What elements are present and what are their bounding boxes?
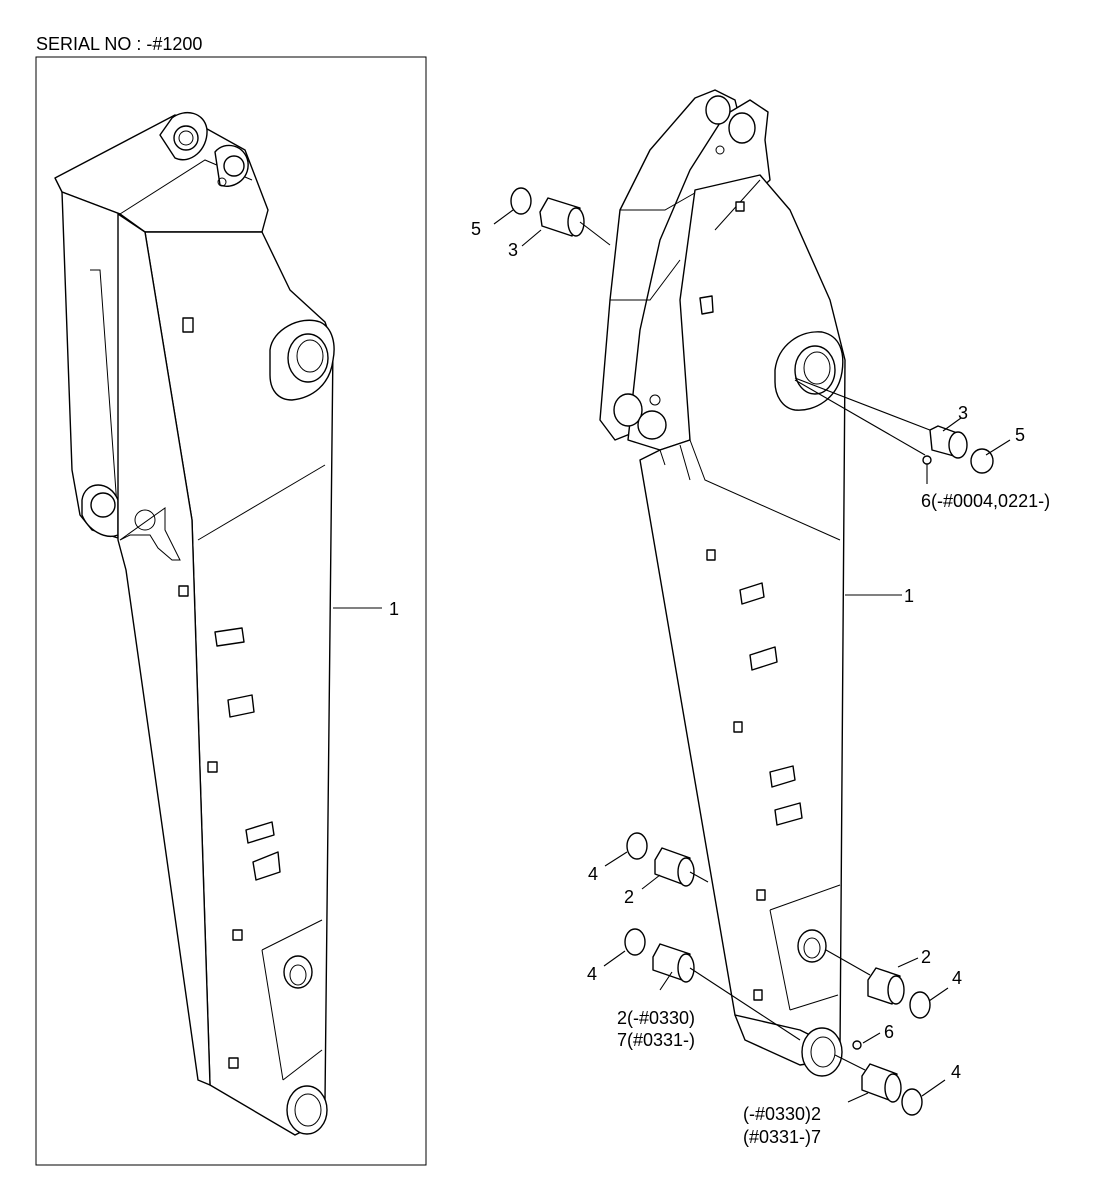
callout-1-left: 1 bbox=[389, 599, 399, 619]
callout-2-b-line1: 2(-#0330) bbox=[617, 1008, 695, 1028]
grease-fitting-6-low bbox=[852, 1040, 862, 1050]
callout-4-b: 4 bbox=[587, 964, 597, 984]
callout-3-mid: 3 bbox=[958, 403, 968, 423]
serial-number-label: SERIAL NO : -#1200 bbox=[36, 34, 202, 54]
callout-2-c: 2 bbox=[921, 947, 931, 967]
right-panel: 5 3 3 5 6(-#0004,0221-) 1 4 2 4 2(-#0330… bbox=[471, 89, 1050, 1147]
callout-4-c: 4 bbox=[952, 968, 962, 988]
arm-right-drawing bbox=[599, 89, 846, 1077]
callout-6-mid: 6(-#0004,0221-) bbox=[921, 491, 1050, 511]
grease-fitting-6-mid bbox=[922, 455, 932, 465]
left-panel: 1 bbox=[35, 56, 427, 1166]
seal-ring-4-d bbox=[901, 1088, 923, 1116]
seal-ring-5-top bbox=[510, 187, 532, 215]
callout-2-d-line2: (#0331-)7 bbox=[743, 1127, 821, 1147]
bushings-and-rings bbox=[510, 187, 994, 1116]
callout-5-mid: 5 bbox=[1015, 425, 1025, 445]
seal-ring-4-a bbox=[626, 832, 648, 860]
seal-ring-5-mid bbox=[970, 448, 994, 474]
seal-ring-4-c bbox=[909, 991, 931, 1019]
left-panel-frame bbox=[35, 56, 427, 1166]
callout-2-d-line1: (-#0330)2 bbox=[743, 1104, 821, 1124]
callout-1-right: 1 bbox=[904, 586, 914, 606]
callout-3-top: 3 bbox=[508, 240, 518, 260]
arm-left-drawing bbox=[54, 111, 335, 1136]
callout-4-a: 4 bbox=[588, 864, 598, 884]
callout-2-b-line2: 7(#0331-) bbox=[617, 1030, 695, 1050]
callout-6-low: 6 bbox=[884, 1022, 894, 1042]
callout-2-a: 2 bbox=[624, 887, 634, 907]
callout-4-d: 4 bbox=[951, 1062, 961, 1082]
seal-ring-4-b bbox=[624, 928, 646, 956]
callout-leaders bbox=[493, 209, 1011, 1103]
callout-5-top: 5 bbox=[471, 219, 481, 239]
